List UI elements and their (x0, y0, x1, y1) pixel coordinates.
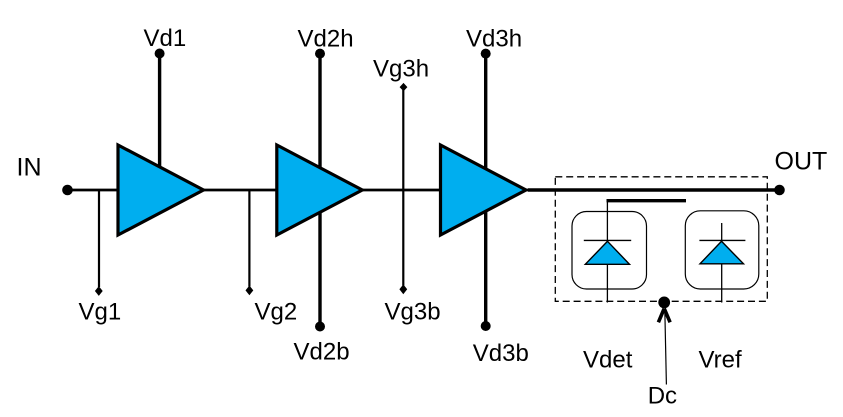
svg-text:Dc: Dc (648, 382, 677, 409)
svg-text:Vd3h: Vd3h (466, 26, 522, 53)
svg-text:Vg3h: Vg3h (373, 56, 429, 83)
svg-text:Vref: Vref (699, 347, 742, 374)
svg-text:Vd1: Vd1 (144, 25, 187, 52)
svg-text:OUT: OUT (775, 148, 828, 176)
svg-text:Vd2h: Vd2h (298, 26, 354, 53)
svg-text:IN: IN (17, 154, 42, 182)
svg-text:Vg1: Vg1 (79, 298, 122, 325)
svg-text:Vg2: Vg2 (255, 298, 298, 325)
svg-text:Vd2b: Vd2b (294, 339, 350, 366)
svg-text:Vg3b: Vg3b (385, 298, 441, 325)
svg-text:Vd3b: Vd3b (473, 340, 529, 367)
svg-text:Vdet: Vdet (583, 347, 633, 374)
